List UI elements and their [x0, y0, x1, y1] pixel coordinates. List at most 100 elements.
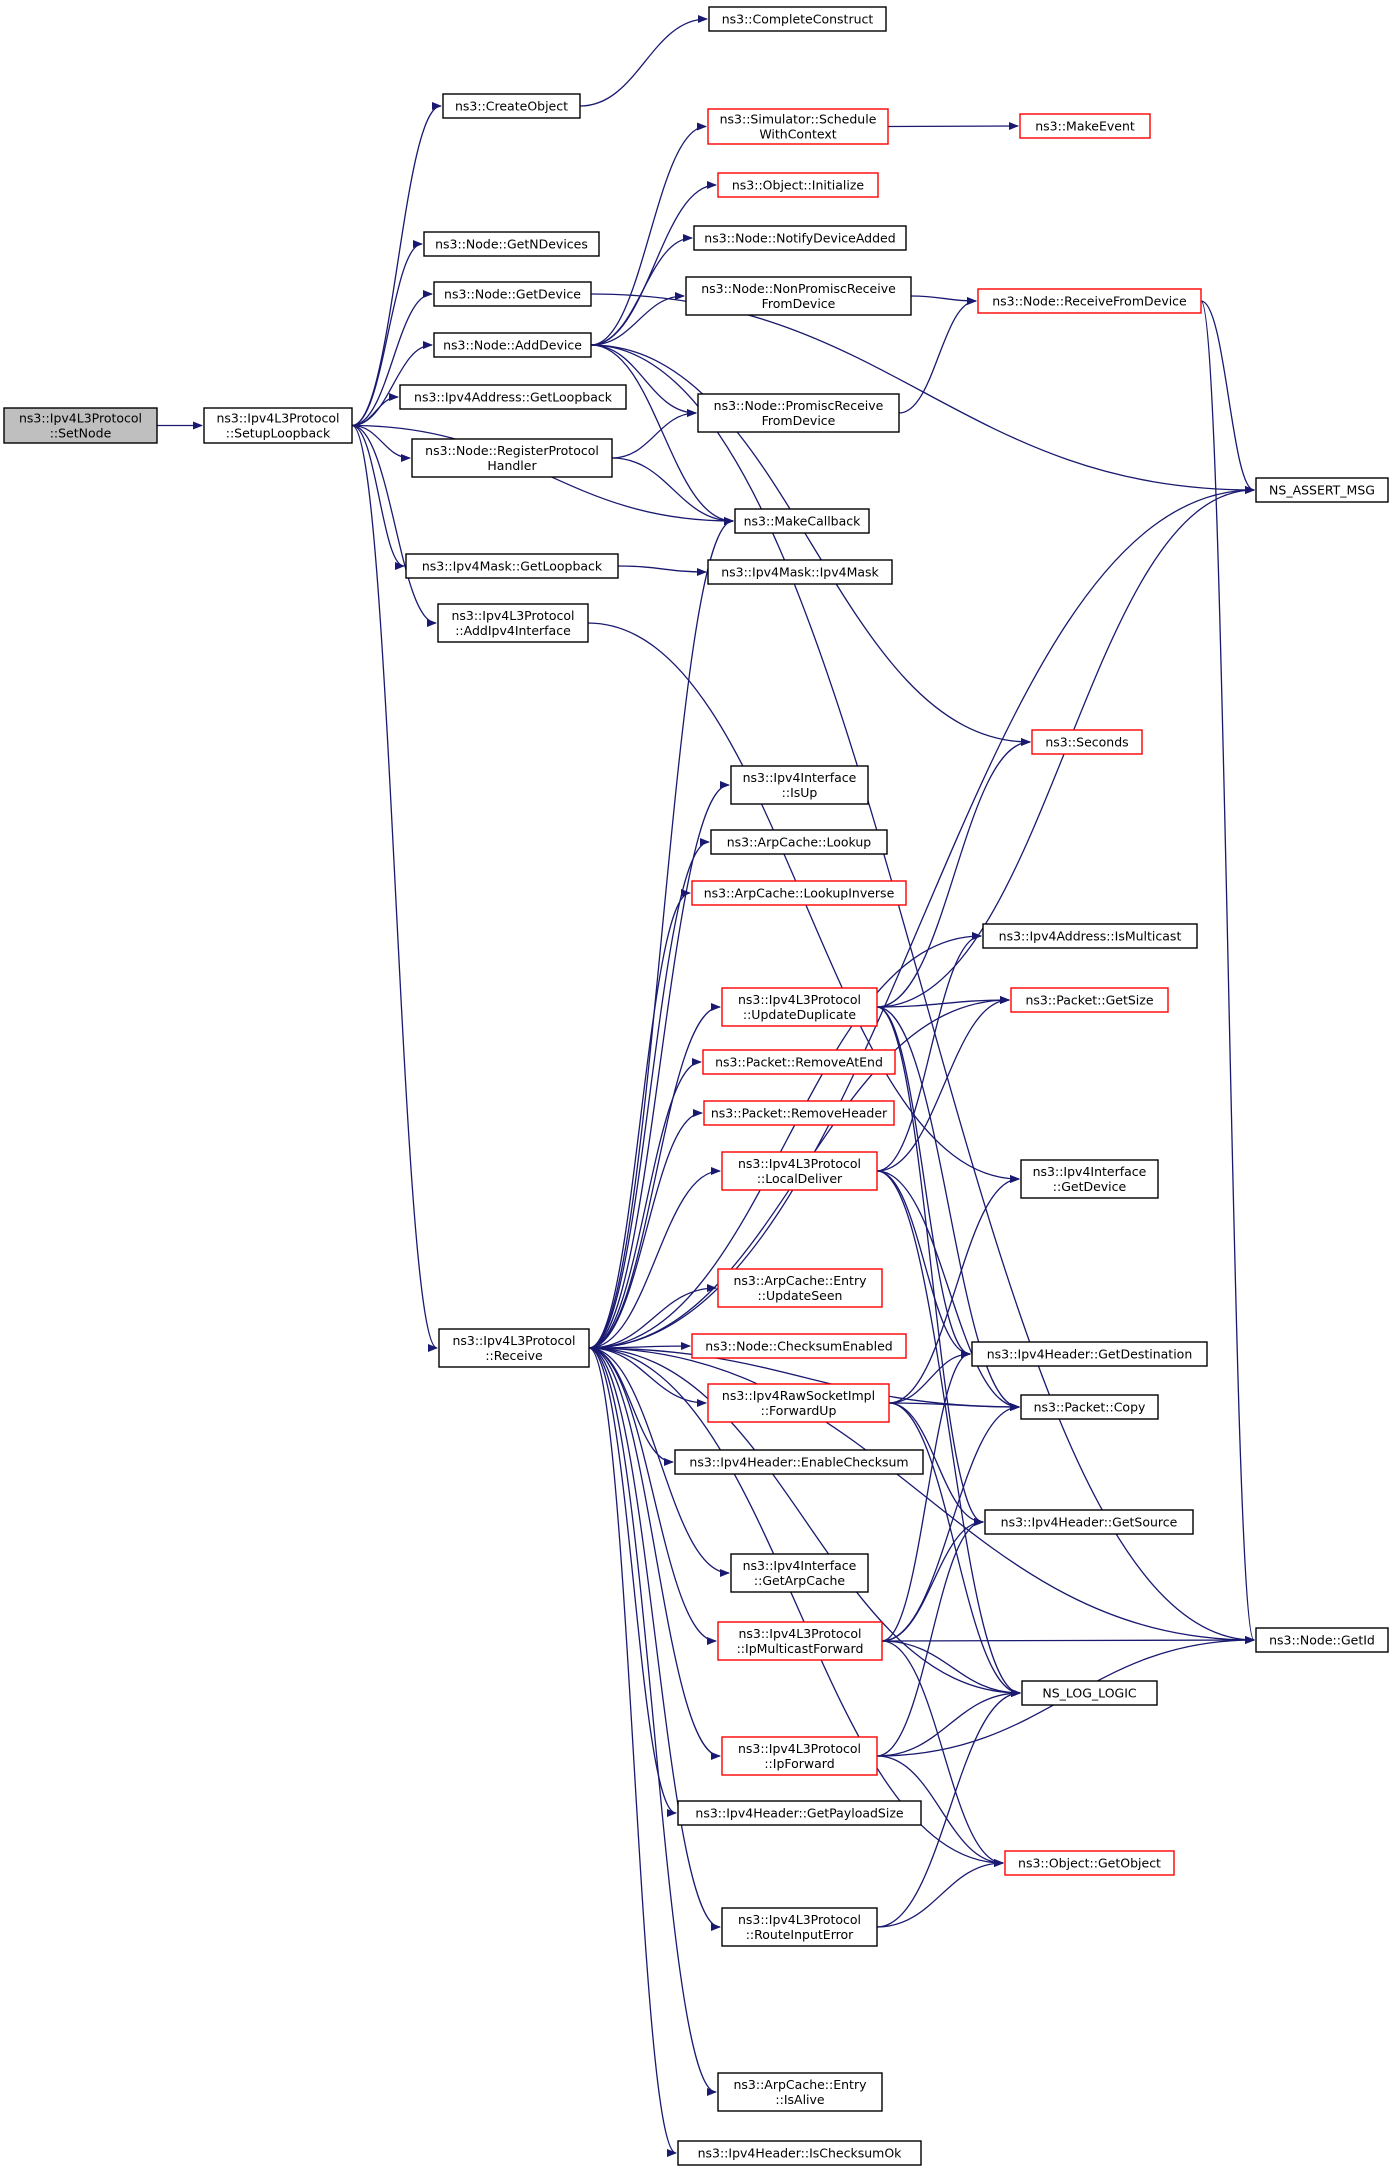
node-box[interactable] [721, 1907, 878, 1947]
node-box[interactable] [1020, 1394, 1159, 1420]
node-ipforward[interactable]: ns3::Ipv4L3Protocol::IpForward [721, 1736, 878, 1776]
node-adddevice[interactable]: ns3::Node::AddDevice [433, 332, 592, 358]
node-ipv4maskgetloopback[interactable]: ns3::Ipv4Mask::GetLoopback [405, 553, 619, 579]
node-makeevent[interactable]: ns3::MakeEvent [1019, 113, 1151, 139]
node-box[interactable] [1021, 1680, 1158, 1706]
node-box[interactable] [1255, 1627, 1389, 1653]
node-box[interactable] [423, 231, 600, 257]
node-nodegetid[interactable]: ns3::Node::GetId [1255, 1627, 1389, 1653]
node-packetgetsize[interactable]: ns3::Packet::GetSize [1010, 987, 1169, 1013]
node-box[interactable] [685, 276, 912, 316]
node-box[interactable] [677, 1800, 922, 1826]
node-box[interactable] [977, 288, 1202, 314]
node-notifydeviceadded[interactable]: ns3::Node::NotifyDeviceAdded [693, 225, 907, 251]
node-ifacegetdevice[interactable]: ns3::Ipv4Interface::GetDevice [1020, 1159, 1159, 1199]
node-box[interactable] [399, 384, 627, 410]
node-nsassertmsg[interactable]: NS_ASSERT_MSG [1255, 477, 1389, 503]
node-box[interactable] [1255, 477, 1389, 503]
node-box[interactable] [1019, 113, 1151, 139]
node-addipv4interface[interactable]: ns3::Ipv4L3Protocol::AddIpv4Interface [437, 603, 589, 643]
node-box[interactable] [693, 225, 907, 251]
node-forwardup[interactable]: ns3::Ipv4RawSocketImpl::ForwardUp [707, 1383, 890, 1423]
node-box[interactable] [437, 603, 589, 643]
node-box[interactable] [442, 93, 581, 119]
node-checksumenabled[interactable]: ns3::Node::ChecksumEnabled [691, 1333, 907, 1359]
node-box[interactable] [691, 880, 907, 906]
node-box[interactable] [707, 108, 889, 145]
node-ipv4addrgetloopback[interactable]: ns3::Ipv4Address::GetLoopback [399, 384, 627, 410]
node-box[interactable] [708, 6, 887, 32]
node-box[interactable] [703, 1100, 895, 1126]
node-box[interactable] [411, 438, 613, 478]
node-ischecksumok[interactable]: ns3::Ipv4Header::IsChecksumOk [677, 2140, 922, 2166]
node-box[interactable] [982, 923, 1198, 949]
node-ipv4maskctor[interactable]: ns3::Ipv4Mask::Ipv4Mask [707, 559, 893, 585]
node-box[interactable] [1010, 987, 1169, 1013]
node-getarpcache[interactable]: ns3::Ipv4Interface::GetArpCache [730, 1553, 869, 1593]
node-box[interactable] [702, 1049, 896, 1075]
node-box[interactable] [405, 553, 619, 579]
node-box[interactable] [710, 829, 888, 855]
node-receivefromdevice[interactable]: ns3::Node::ReceiveFromDevice [977, 288, 1202, 314]
node-box[interactable] [677, 2140, 922, 2166]
node-box[interactable] [717, 1268, 883, 1308]
node-getdevice[interactable]: ns3::Node::GetDevice [433, 281, 592, 307]
node-box[interactable] [734, 508, 870, 534]
node-box[interactable] [438, 1328, 590, 1368]
node-box[interactable] [707, 559, 893, 585]
node-arplookup[interactable]: ns3::ArpCache::Lookup [710, 829, 888, 855]
node-localdeliver[interactable]: ns3::Ipv4L3Protocol::LocalDeliver [721, 1151, 878, 1191]
node-box[interactable] [691, 1333, 907, 1359]
node-box[interactable] [433, 281, 592, 307]
node-ipmulticastforward[interactable]: ns3::Ipv4L3Protocol::IpMulticastForward [717, 1621, 883, 1661]
node-getpayloadsize[interactable]: ns3::Ipv4Header::GetPayloadSize [677, 1800, 922, 1826]
node-box[interactable] [717, 2072, 883, 2112]
node-makecallback[interactable]: ns3::MakeCallback [734, 508, 870, 534]
node-getsource[interactable]: ns3::Ipv4Header::GetSource [984, 1509, 1194, 1535]
node-packetcopy[interactable]: ns3::Packet::Copy [1020, 1394, 1159, 1420]
node-box[interactable] [721, 1736, 878, 1776]
node-box[interactable] [674, 1449, 924, 1475]
node-ismulticast[interactable]: ns3::Ipv4Address::IsMulticast [982, 923, 1198, 949]
node-setuploopback[interactable]: ns3::Ipv4L3Protocol::SetupLoopback [203, 407, 353, 444]
node-getdestination[interactable]: ns3::Ipv4Header::GetDestination [971, 1341, 1208, 1367]
node-routeinputerror[interactable]: ns3::Ipv4L3Protocol::RouteInputError [721, 1907, 878, 1947]
node-receive[interactable]: ns3::Ipv4L3Protocol::Receive [438, 1328, 590, 1368]
node-enablechecksum[interactable]: ns3::Ipv4Header::EnableChecksum [674, 1449, 924, 1475]
node-entryisalive[interactable]: ns3::ArpCache::Entry::IsAlive [717, 2072, 883, 2112]
node-box[interactable] [1020, 1159, 1159, 1199]
node-box[interactable] [707, 1383, 890, 1423]
node-box[interactable] [3, 407, 158, 444]
node-box[interactable] [697, 393, 900, 433]
node-box[interactable] [721, 1151, 878, 1191]
node-box[interactable] [730, 765, 869, 805]
node-removeatend[interactable]: ns3::Packet::RemoveAtEnd [702, 1049, 896, 1075]
node-box[interactable] [1004, 1850, 1175, 1876]
node-createobject[interactable]: ns3::CreateObject [442, 93, 581, 119]
node-ifaceisup[interactable]: ns3::Ipv4Interface::IsUp [730, 765, 869, 805]
node-completeconstruct[interactable]: ns3::CompleteConstruct [708, 6, 887, 32]
node-box[interactable] [717, 172, 879, 198]
node-box[interactable] [730, 1553, 869, 1593]
node-box[interactable] [433, 332, 592, 358]
node-nsloglogic[interactable]: NS_LOG_LOGIC [1021, 1680, 1158, 1706]
node-seconds[interactable]: ns3::Seconds [1031, 729, 1143, 755]
node-initialize[interactable]: ns3::Object::Initialize [717, 172, 879, 198]
node-box[interactable] [984, 1509, 1194, 1535]
node-getobject[interactable]: ns3::Object::GetObject [1004, 1850, 1175, 1876]
node-box[interactable] [721, 987, 878, 1027]
node-arplookupinverse[interactable]: ns3::ArpCache::LookupInverse [691, 880, 907, 906]
node-box[interactable] [717, 1621, 883, 1661]
node-setnode[interactable]: ns3::Ipv4L3Protocol::SetNode [3, 407, 158, 444]
node-box[interactable] [1031, 729, 1143, 755]
node-getndevices[interactable]: ns3::Node::GetNDevices [423, 231, 600, 257]
node-box[interactable] [203, 407, 353, 444]
node-updateduplicate[interactable]: ns3::Ipv4L3Protocol::UpdateDuplicate [721, 987, 878, 1027]
node-entryupdateseen[interactable]: ns3::ArpCache::Entry::UpdateSeen [717, 1268, 883, 1308]
node-removeheader[interactable]: ns3::Packet::RemoveHeader [703, 1100, 895, 1126]
node-box[interactable] [971, 1341, 1208, 1367]
